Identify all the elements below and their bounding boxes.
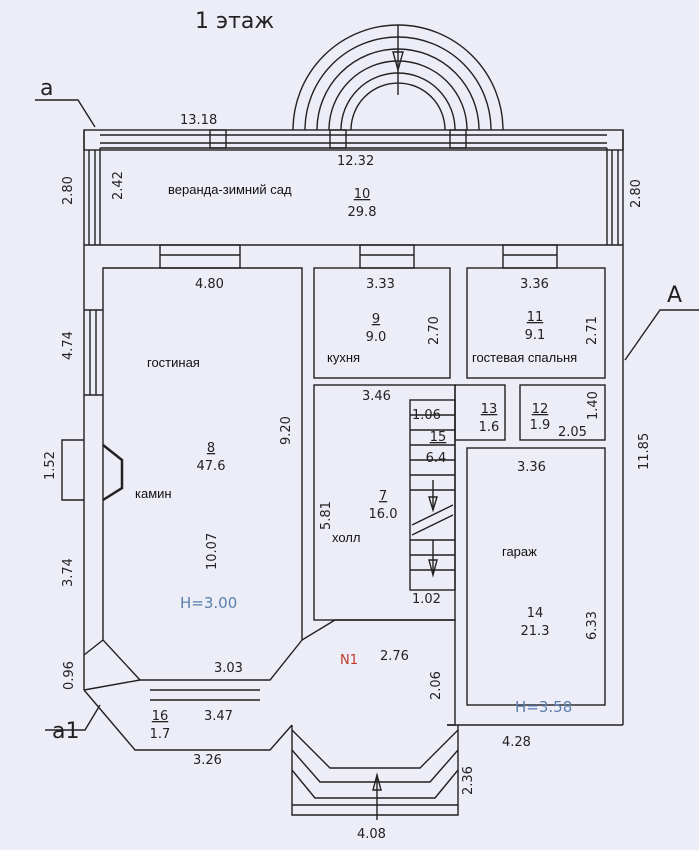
- room-number: 16: [152, 709, 169, 724]
- room-name-hall: холл: [332, 530, 360, 545]
- dimension: 1.02: [412, 592, 441, 607]
- dimension: 12.32: [337, 154, 374, 169]
- ceiling-height: H=3.00: [180, 594, 237, 612]
- dimension: 5.81: [319, 501, 334, 530]
- room-name-living-room: гостиная: [147, 355, 200, 370]
- dimension: 2.06: [429, 671, 444, 700]
- dimension: 10.07: [205, 533, 220, 570]
- room-area: 9.0: [366, 330, 387, 345]
- ceiling-height: H=3.58: [515, 698, 572, 716]
- dimension: 3.26: [193, 753, 222, 768]
- dimension: 4.08: [357, 827, 386, 842]
- dimension: 2.76: [380, 649, 409, 664]
- room-name-veranda: веранда-зимний сад: [168, 182, 292, 197]
- room-number: 7: [379, 489, 387, 504]
- dimension: 2.36: [461, 766, 476, 795]
- dimension: 1.52: [43, 451, 58, 480]
- dimension: 13.18: [180, 113, 217, 128]
- dimension: 0.96: [62, 661, 77, 690]
- room-area: 16.0: [369, 507, 398, 522]
- dimension: 11.85: [637, 433, 652, 470]
- dimension: 2.80: [629, 179, 644, 208]
- plan-title: 1 этаж: [195, 9, 274, 34]
- room-name-kitchen: кухня: [327, 350, 360, 365]
- room-number: 9: [372, 312, 380, 327]
- room-area: 29.8: [348, 205, 377, 220]
- room-area: 47.6: [197, 459, 226, 474]
- dimension: 3.47: [204, 709, 233, 724]
- dimension: 9.20: [279, 416, 294, 445]
- axis-mark-a: a: [40, 76, 53, 101]
- room-area: 1.7: [150, 727, 171, 742]
- entrance-label: N1: [340, 653, 358, 668]
- room-number: 10: [354, 187, 371, 202]
- dimension: 6.33: [585, 611, 600, 640]
- dimension: 1.40: [586, 391, 601, 420]
- room-area: 6.4: [426, 451, 447, 466]
- room-area: 9.1: [525, 328, 546, 343]
- dimension: 3.36: [520, 277, 549, 292]
- rear-stairs: [292, 24, 504, 131]
- dimension: 2.05: [558, 425, 587, 440]
- dimension: 2.71: [585, 316, 600, 345]
- dimension: 3.36: [517, 460, 546, 475]
- room-area: 1.9: [530, 418, 551, 433]
- dimension: 4.28: [502, 735, 531, 750]
- room-name-garage: гараж: [502, 544, 537, 559]
- dimension: 1.06: [412, 408, 441, 423]
- dimension: 4.80: [195, 277, 224, 292]
- axis-mark-a1: a1: [52, 719, 79, 744]
- dimensions: 13.18 12.32 2.80 2.42 2.80 4.80 3.33 2.7…: [43, 113, 652, 842]
- room-number: 11: [527, 310, 544, 325]
- dimension: 2.42: [111, 171, 126, 200]
- room-number: 14: [527, 606, 544, 621]
- room-area: 1.6: [479, 420, 500, 435]
- room-area: 21.3: [521, 624, 550, 639]
- dimension: 3.46: [362, 389, 391, 404]
- walls: [35, 99, 699, 820]
- dimension: 3.74: [61, 558, 76, 587]
- dimension: 2.80: [61, 176, 76, 205]
- dimension: 3.33: [366, 277, 395, 292]
- room-name-guest-bedroom: гостевая спальня: [472, 350, 577, 365]
- fireplace-label: камин: [135, 486, 172, 501]
- axis-mark-A: A: [667, 283, 682, 308]
- room-number: 15: [430, 430, 447, 445]
- room-number: 13: [481, 402, 498, 417]
- room-labels: веранда-зимний сад 10 29.8 кухня 9 9.0 г…: [135, 182, 577, 742]
- dimension: 4.74: [61, 331, 76, 360]
- room-number: 8: [207, 441, 215, 456]
- dimension: 2.70: [427, 316, 442, 345]
- dimension: 3.03: [214, 661, 243, 676]
- room-number: 12: [532, 402, 549, 417]
